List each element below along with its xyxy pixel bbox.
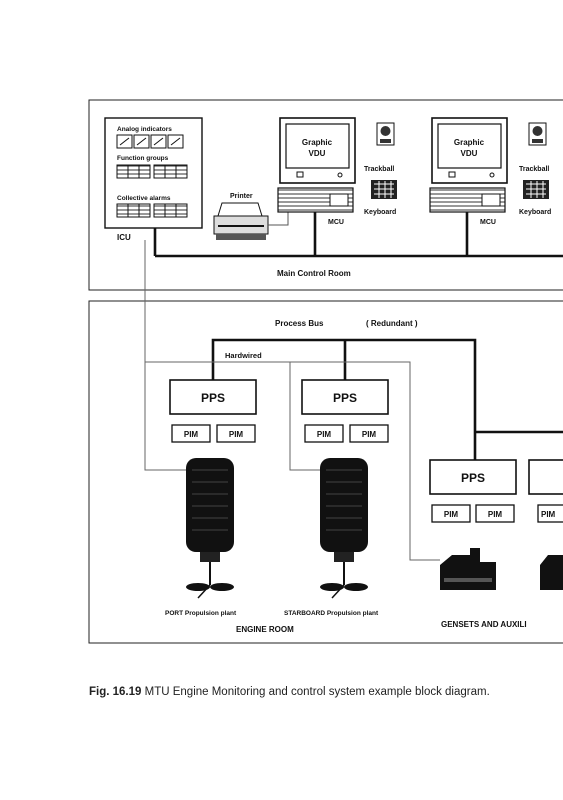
process-bus-label: Process Bus (275, 319, 324, 328)
main-control-room-frame (88, 99, 563, 291)
pim-port-1: PIM (184, 430, 199, 439)
trackball-1-icon (376, 122, 395, 146)
redundant-label: ( Redundant ) (366, 319, 418, 328)
collective-alarms (116, 203, 188, 218)
mcu-2-label: MCU (480, 219, 496, 226)
starboard-plant-label: STARBOARD Propulsion plant (284, 610, 379, 617)
pim-gensets-3: PIM (541, 510, 556, 519)
pim-starboard-2: PIM (362, 430, 377, 439)
workstation-2: Graphic VDU MCU Trackball Keyboard (429, 117, 551, 226)
pim-gensets-2: PIM (488, 510, 503, 519)
engine-room-frame (88, 300, 563, 644)
engine-room-label: ENGINE ROOM (236, 625, 294, 634)
vdu-2-label-line2: VDU (461, 149, 478, 158)
icu-analog-title: Analog indicators (117, 126, 172, 133)
pim-starboard-1: PIM (317, 430, 332, 439)
genset-2-icon (540, 555, 563, 590)
function-groups (116, 164, 188, 179)
vdu-1-label-line2: VDU (309, 149, 326, 158)
pim-gensets-1: PIM (444, 510, 459, 519)
keyboard-2-label: Keyboard (519, 209, 551, 216)
printer-link (268, 212, 289, 226)
pps-starboard-label: PPS (333, 391, 357, 405)
printer-label: Printer (230, 193, 253, 200)
pps-port-label: PPS (201, 391, 225, 405)
mcu-1-label: MCU (328, 219, 344, 226)
port-plant-label: PORT Propulsion plant (165, 610, 237, 617)
trackball-2-icon (528, 122, 547, 146)
icu-label: ICU (117, 233, 131, 242)
icu-unit: Analog indicators Function groups Collec… (104, 117, 203, 242)
keyboard-2-icon (523, 180, 549, 199)
analog-indicators (116, 134, 184, 149)
pim-port-2: PIM (229, 430, 244, 439)
control-room-bus (153, 212, 563, 258)
pps-unit-starboard: PPS PIM PIM (301, 379, 389, 443)
printer: Printer (213, 193, 269, 240)
icu-function-title: Function groups (117, 155, 169, 162)
pps-gensets-label: PPS (461, 471, 485, 485)
port-engine-icon (186, 458, 234, 599)
process-bus (211, 338, 563, 460)
main-control-room-label: Main Control Room (277, 269, 351, 278)
gensets-label: GENSETS AND AUXILI (441, 620, 527, 629)
icu-alarms-title: Collective alarms (117, 195, 171, 202)
vdu-1-label-line1: Graphic (302, 138, 333, 147)
genset-1-icon (440, 548, 496, 590)
pps-unit-port: PPS PIM PIM (169, 379, 257, 443)
workstation-1: Graphic VDU MCU Trackball Keyboard (277, 117, 397, 226)
keyboard-1-label: Keyboard (364, 209, 396, 216)
figure-caption: Fig. 16.19 MTU Engine Monitoring and con… (89, 686, 559, 698)
figure-caption-text: MTU Engine Monitoring and control system… (144, 686, 490, 698)
hardwired-label: Hardwired (225, 351, 262, 360)
trackball-1-label: Trackball (364, 166, 394, 173)
pps-unit-gensets: PPS PIM PIM PIM (429, 459, 563, 523)
vdu-2-label-line1: Graphic (454, 138, 485, 147)
trackball-2-label: Trackball (519, 166, 549, 173)
starboard-engine-icon (320, 458, 368, 599)
keyboard-1-icon (371, 180, 397, 199)
figure-number: Fig. 16.19 (89, 686, 142, 698)
